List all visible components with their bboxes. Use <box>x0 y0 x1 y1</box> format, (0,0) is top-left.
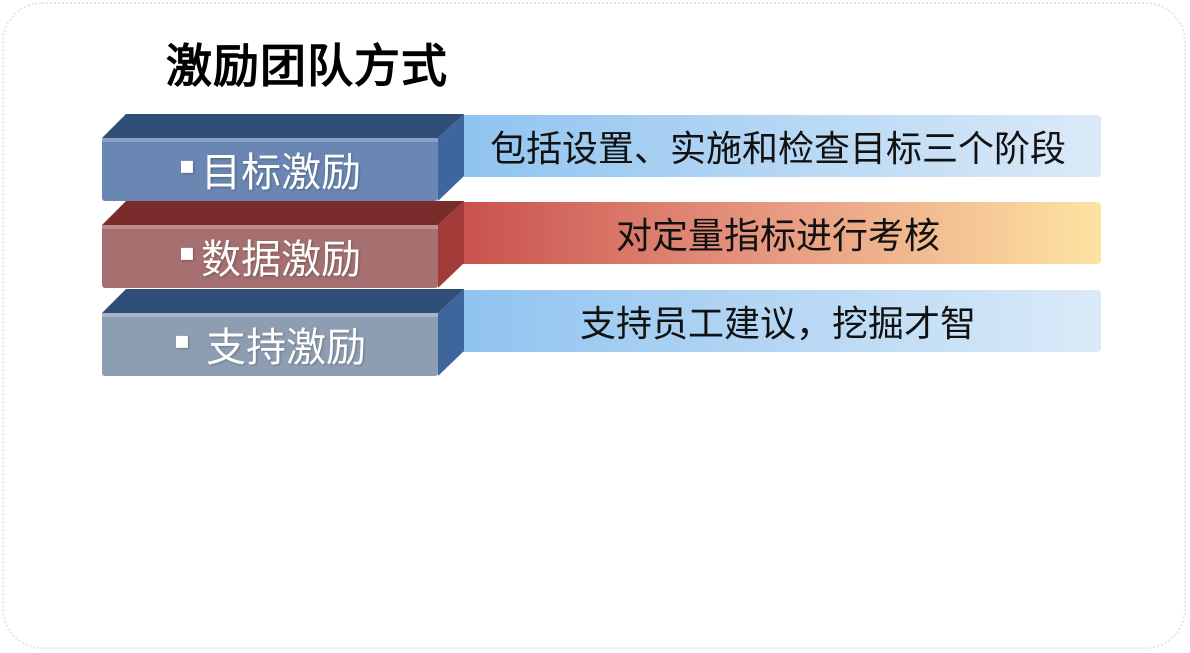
block-3d-shape <box>102 289 464 376</box>
label-box: ▪ 支持激励 <box>102 313 438 375</box>
block-3d-shape <box>102 114 464 201</box>
label-text: 目标激励 <box>201 150 362 196</box>
description-bar: 包括设置、实施和检查目标三个阶段 <box>455 115 1101 177</box>
bullet-icon: ▪ <box>178 238 196 266</box>
bullet-icon: ▪ <box>178 151 196 179</box>
bullet-icon: ▪ <box>173 326 191 354</box>
description-bar: 对定量指标进行考核 <box>455 202 1101 264</box>
description-text: 包括设置、实施和检查目标三个阶段 <box>489 129 1066 170</box>
description-text: 对定量指标进行考核 <box>615 216 940 257</box>
label-box: ▪ 数据激励 <box>102 225 438 287</box>
label-text: 数据激励 <box>201 237 362 283</box>
description-text: 支持员工建议，挖掘才智 <box>579 304 976 345</box>
description-bar: 支持员工建议，挖掘才智 <box>455 290 1101 352</box>
block-3d-shape <box>102 201 464 288</box>
motivation-row-goal: 包括设置、实施和检查目标三个阶段 ▪ 目标激励 <box>0 113 1190 203</box>
page-title: 激励团队方式 <box>166 39 448 93</box>
motivation-row-support: 支持员工建议，挖掘才智 ▪ 支持激励 <box>0 288 1190 378</box>
label-box: ▪ 目标激励 <box>102 138 438 200</box>
motivation-row-data: 对定量指标进行考核 ▪ 数据激励 <box>0 200 1190 290</box>
label-text: 支持激励 <box>206 325 367 371</box>
